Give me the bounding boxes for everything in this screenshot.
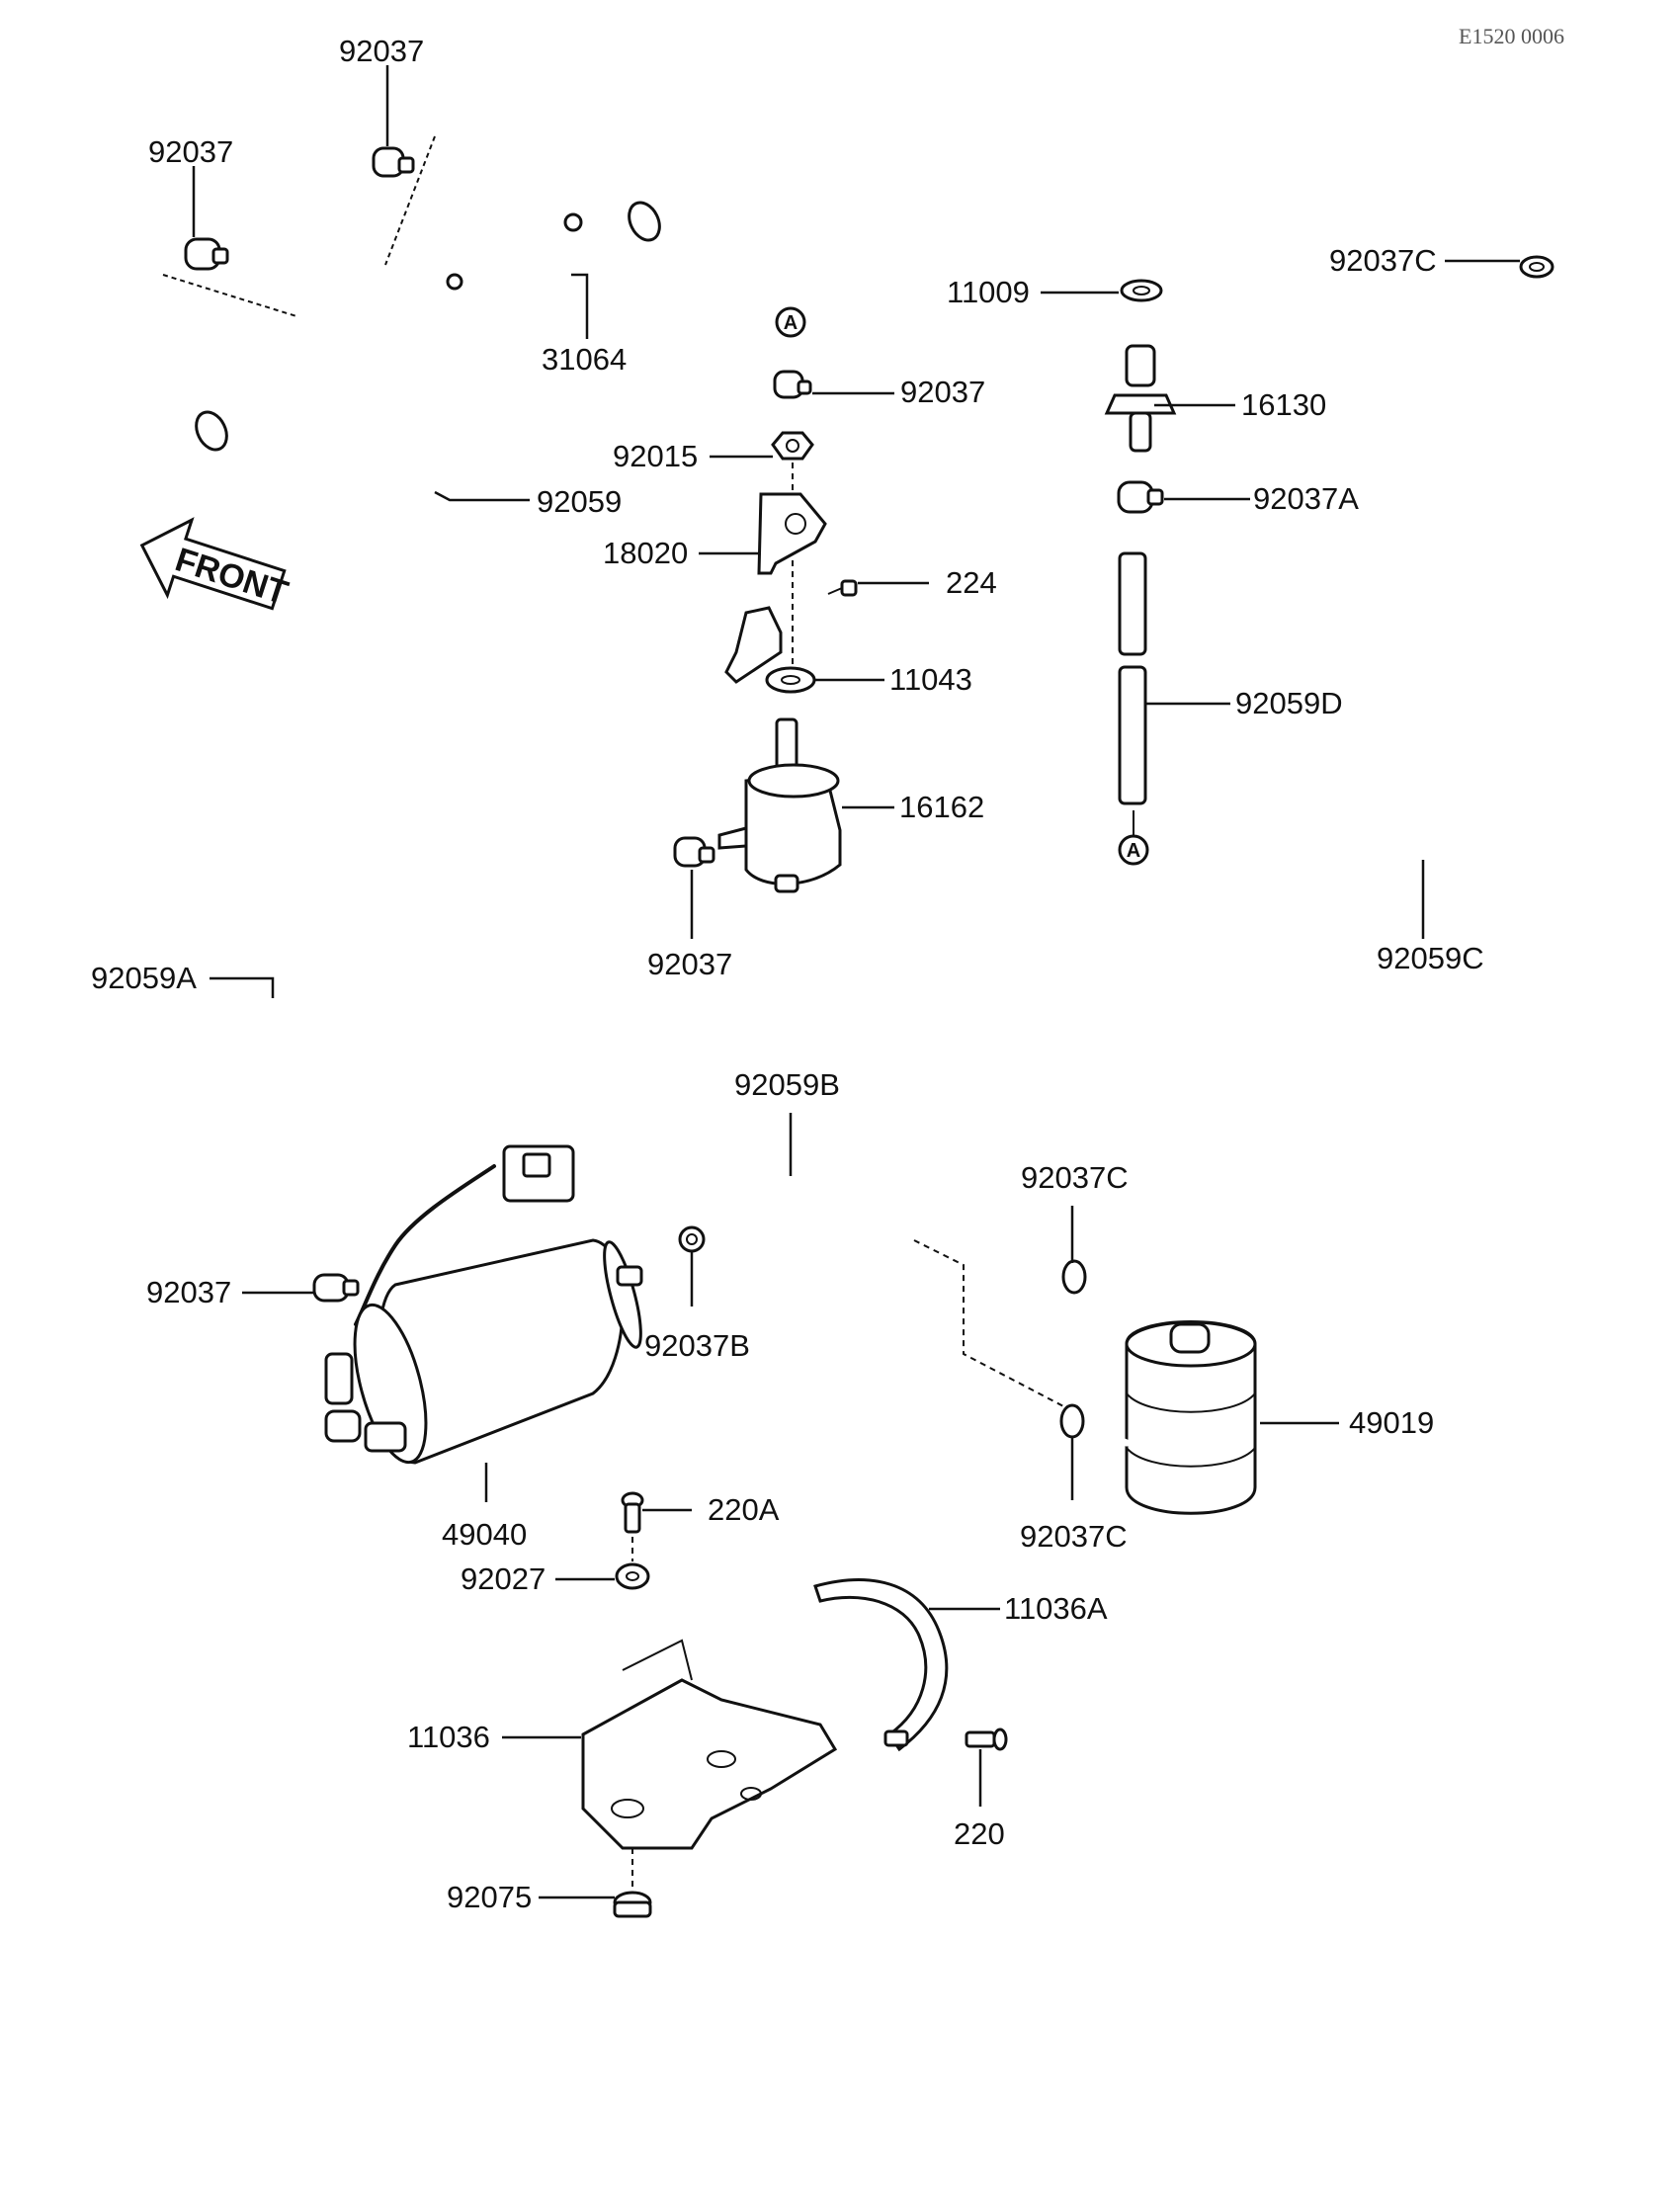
hose-92059 [355,236,658,919]
label-31064: 31064 [542,342,627,377]
ref-marker-top: A [775,306,806,338]
grommet-92075[interactable] [613,1891,652,1918]
label-92059D: 92059D [1235,686,1343,720]
fuel-filter-49019[interactable] [1098,1295,1257,1515]
fuel-pressure-regulator-16162[interactable] [717,717,842,893]
clamp-92037C-top[interactable] [1519,255,1554,279]
washer-11043[interactable] [765,666,816,694]
label-92037B: 92037B [644,1328,750,1363]
clamp-92037C-lower[interactable] [1059,1403,1085,1439]
clamp-92037-pump[interactable] [312,1273,360,1303]
label-11009: 11009 [947,275,1030,309]
label-224: 224 [946,565,997,600]
label-92037-pump: 92037 [146,1275,231,1309]
label-92037-regulator: 92037 [900,375,985,409]
label-92037-top: 92037 [339,34,424,68]
clamp-92037-top[interactable] [372,146,415,178]
drawing-code: E1520 0006 [1459,24,1564,48]
label-92059A: 92059A [91,961,197,995]
label-92037C-lower: 92037C [1020,1519,1128,1554]
svg-text:A: A [1127,840,1140,862]
label-11036A: 11036A [1004,1591,1108,1626]
label-92037C-top: 92037C [1329,243,1437,278]
label-11036: 11036 [407,1720,490,1754]
hoses [252,236,1554,1264]
label-92037C-upper: 92037C [1021,1160,1129,1195]
label-92015: 92015 [613,439,698,473]
ref-marker-bottom: A [1118,834,1149,866]
svg-text:A: A [784,312,798,334]
valve-16130[interactable] [1104,344,1177,453]
label-92059C: 92059C [1377,941,1484,975]
fuel-rail-31064 [195,156,661,452]
label-92075: 92075 [447,1880,532,1914]
hose-92059D-lower [1118,665,1147,805]
band-11036A[interactable] [813,1578,949,1752]
part-labels: 92037 92037 31064 92059 92037 92015 1802… [91,34,1484,1914]
label-220A: 220A [708,1492,780,1527]
bracket-18020[interactable] [757,492,827,575]
hose-92059C [906,315,1554,1264]
fuel-pump-49040[interactable] [324,1144,648,1470]
front-label: FRONT [171,541,293,612]
clamp-92037-regulator[interactable] [773,370,812,399]
washer-11009[interactable] [1120,279,1163,302]
nut-92015[interactable] [771,431,814,461]
hose-92059B [711,1170,925,1241]
leader-lines [192,65,1520,1899]
label-92037-mid: 92037 [647,947,732,981]
label-16130: 16130 [1241,387,1326,422]
label-92037-left: 92037 [148,134,233,169]
washer-92027[interactable] [615,1562,650,1590]
label-92037A: 92037A [1253,481,1359,516]
front-arrow: FRONT [139,517,293,613]
clamp-92037B[interactable] [678,1225,706,1253]
label-220: 220 [954,1816,1005,1851]
label-18020: 18020 [603,536,688,570]
label-92059: 92059 [537,484,622,519]
label-49040: 49040 [442,1517,527,1552]
label-11043: 11043 [889,662,972,697]
hose-92059A [252,236,395,1248]
bracket-lower[interactable] [724,606,783,684]
clamp-92037-mid[interactable] [673,836,715,868]
bracket-11036[interactable] [581,1639,838,1850]
bolt-220A[interactable] [621,1491,644,1534]
label-92027: 92027 [461,1561,546,1596]
label-16162: 16162 [899,790,984,824]
label-49019: 49019 [1349,1405,1434,1440]
bolt-224[interactable] [827,579,858,597]
hose-92059D-upper [1118,551,1147,656]
bolt-220[interactable] [965,1728,1008,1751]
clamp-92037-left[interactable] [184,237,229,271]
label-92059B: 92059B [734,1067,840,1102]
clamp-92037A[interactable] [1117,480,1164,514]
clamp-92037C-upper[interactable] [1061,1259,1087,1295]
